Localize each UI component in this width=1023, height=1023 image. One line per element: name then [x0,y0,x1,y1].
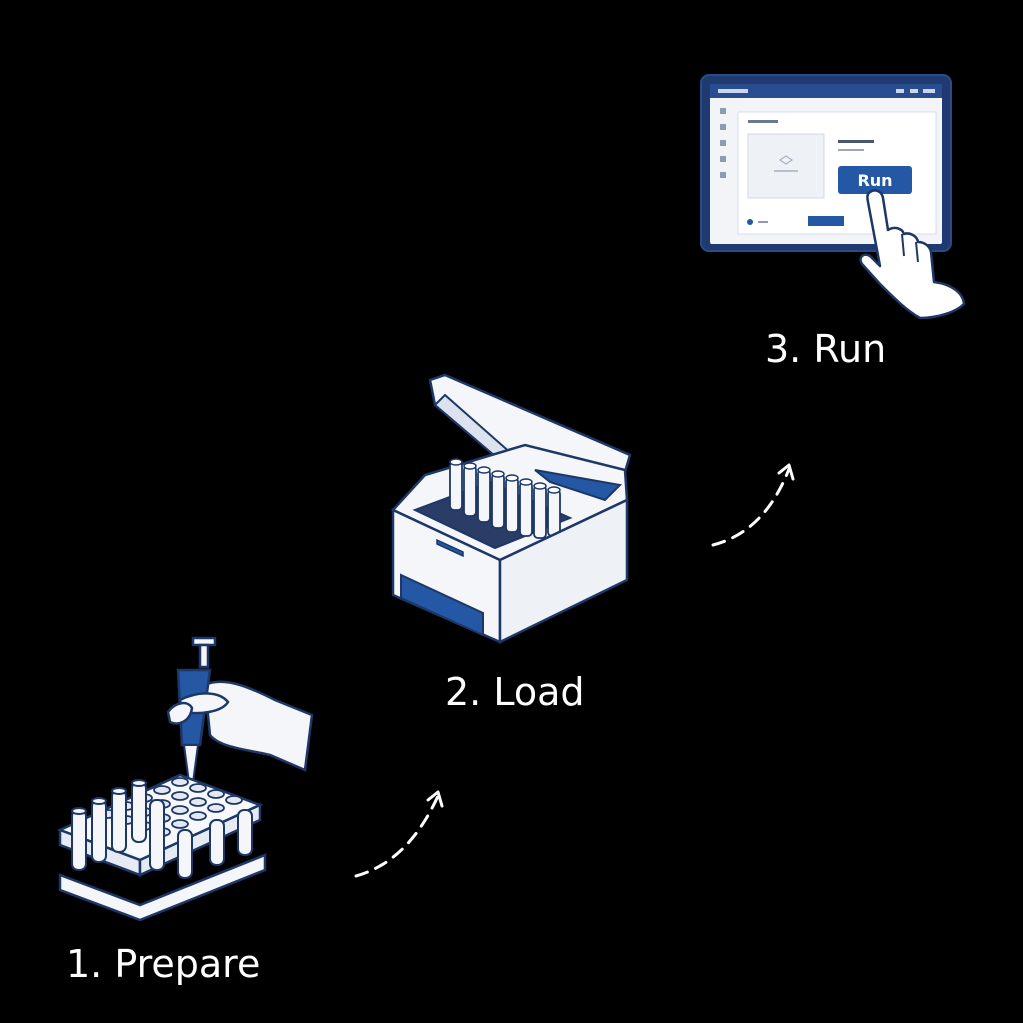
step-label-prepare: 1. Prepare [66,942,261,986]
hand-icon [859,189,966,320]
arrow-icon [354,790,444,878]
prepare-illustration [56,636,314,922]
step-label-run: 3. Run [765,327,887,371]
instrument-illustration [390,373,632,645]
instrument-drawer [400,573,484,637]
step-label-load: 2. Load [445,670,585,714]
tube-rack [58,853,267,922]
run-button-label: Run [857,171,892,190]
image-placeholder [747,133,825,199]
arrow-icon [711,463,795,547]
tablet-illustration: Run [700,74,966,320]
run-button[interactable] [838,166,912,194]
